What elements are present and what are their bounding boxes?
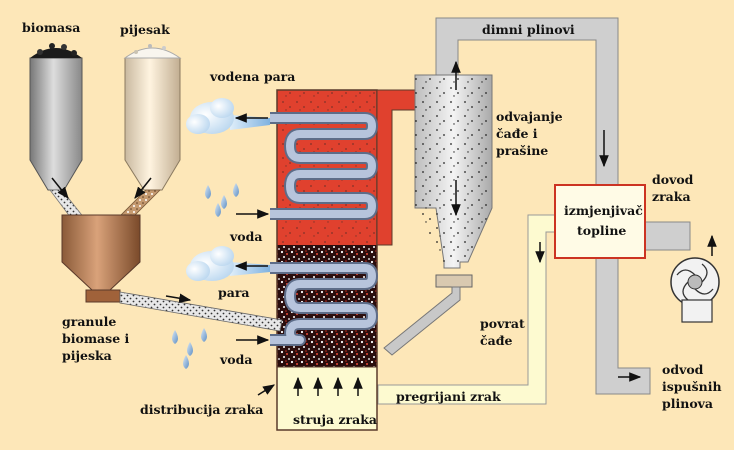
steam-coil-upper — [270, 112, 378, 220]
label-pregrijani-zrak: pregrijani zrak — [396, 389, 501, 404]
label-dovod-1: dovod — [652, 172, 694, 187]
air-fan — [670, 257, 720, 323]
biomass-hopper — [29, 43, 83, 191]
sand-hopper — [123, 44, 182, 191]
cyclone-separator — [414, 74, 493, 288]
granule-feed-line — [119, 291, 283, 332]
mixing-hopper — [61, 214, 141, 303]
flow-arrows — [51, 60, 717, 396]
label-odvajanje-3: prašine — [496, 143, 548, 158]
label-dimni-plinovi: dimni plinovi — [482, 22, 575, 37]
furnace-cyclone-connector — [376, 89, 416, 246]
label-odvod-1: odvod — [662, 362, 704, 377]
label-odvajanje-1: odvajanje — [496, 109, 563, 124]
label-voda-top: voda — [229, 229, 262, 244]
label-struja-zraka: struja zraka — [293, 412, 377, 427]
label-izmjenjivac-1: izmjenjivač — [564, 203, 643, 218]
label-granule-2: biomase i — [62, 331, 129, 346]
label-distribucija-zraka: distribucija zraka — [140, 402, 263, 417]
label-granule-3: pijeska — [62, 348, 112, 363]
water-drops-lower — [172, 328, 207, 369]
label-dovod-2: zraka — [652, 189, 691, 204]
label-izmjenjivac-2: topline — [577, 223, 626, 238]
steam-coil-lower — [270, 262, 378, 346]
steam-cloud-upper — [186, 98, 270, 134]
label-para: para — [218, 285, 250, 300]
water-drops-upper — [205, 183, 239, 217]
label-povrat-1: povrat — [480, 316, 525, 331]
label-odvod-3: plinova — [662, 396, 713, 411]
label-vodena-para: vodena para — [209, 69, 295, 84]
label-granule-1: granule — [62, 314, 116, 329]
label-voda-bottom: voda — [219, 352, 252, 367]
labels: biomasa pijesak vodena para dimni plinov… — [22, 20, 722, 427]
label-odvajanje-2: čađe i — [496, 126, 538, 141]
heat-exchanger — [554, 184, 646, 259]
label-biomasa: biomasa — [22, 20, 80, 35]
flue-gas-duct — [435, 17, 691, 395]
label-povrat-2: čađe — [480, 333, 512, 348]
label-odvod-2: ispušnih — [662, 379, 722, 394]
soot-return-pipe — [383, 286, 461, 356]
steam-cloud-lower — [186, 246, 270, 281]
label-pijesak: pijesak — [120, 22, 170, 37]
